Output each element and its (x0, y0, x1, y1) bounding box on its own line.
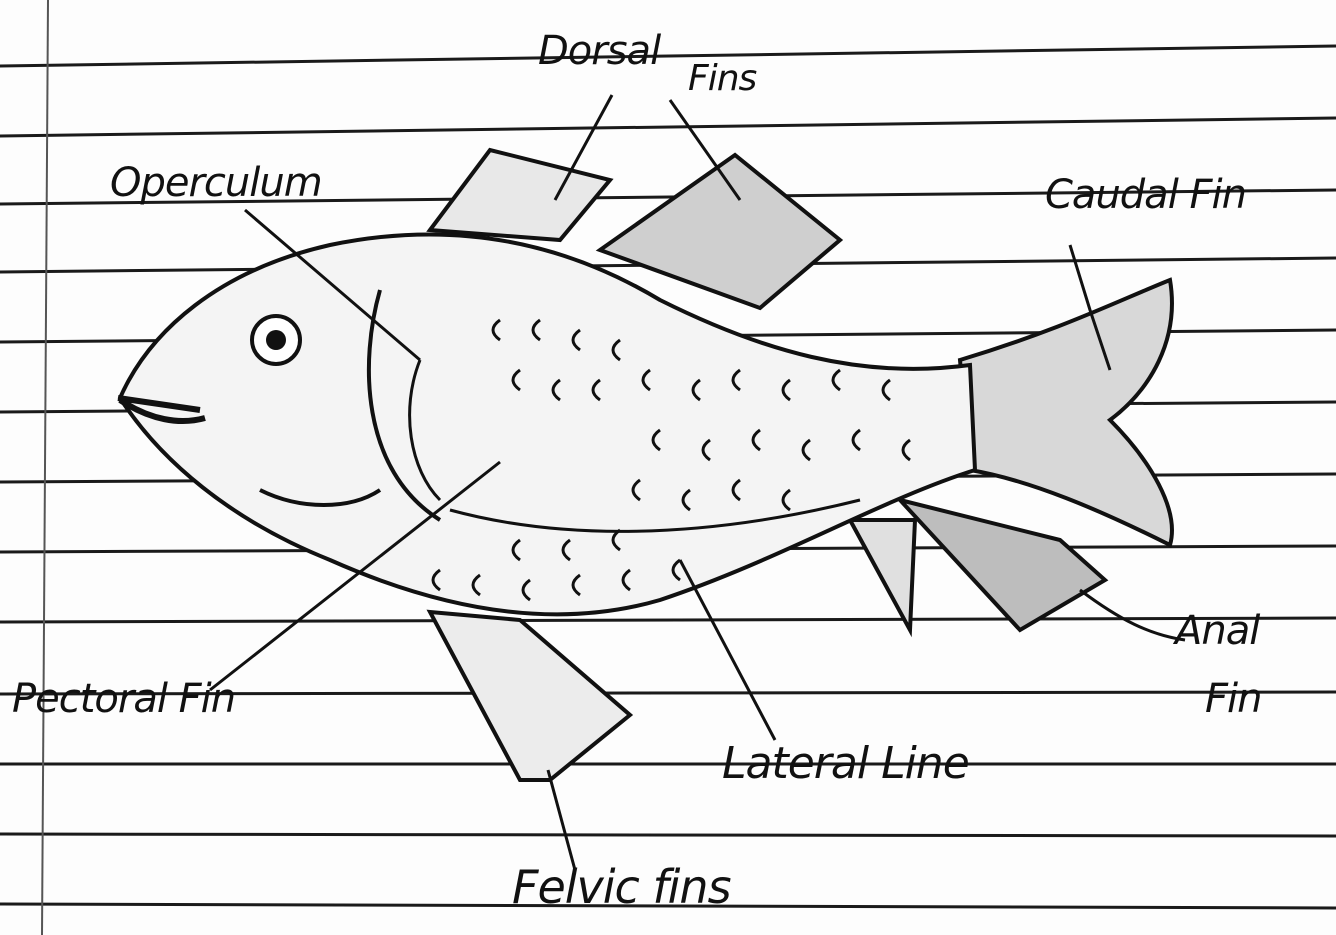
pupil (266, 330, 286, 350)
anal-pointer (1080, 590, 1185, 640)
pelvic-fins-label: Felvic fins (512, 860, 731, 914)
small-ventral-fin (850, 520, 915, 630)
anal-fin (900, 500, 1105, 630)
anal-fin-label: Fin (1205, 676, 1261, 722)
dorsal-fin-front (430, 150, 610, 240)
lateral-line-label: Lateral Line (722, 738, 969, 789)
lateral-pointer (680, 560, 775, 740)
anal-label: Anal (1175, 608, 1259, 654)
pectoral-fin-label: Pectoral Fin (12, 676, 235, 722)
fins-label: Fins (688, 58, 756, 99)
operculum-label: Operculum (110, 160, 322, 206)
caudal-fin-label: Caudal Fin (1045, 172, 1246, 218)
pelvic-fin (430, 612, 630, 780)
margin-line (42, 0, 48, 935)
dorsal-label: Dorsal (538, 28, 660, 74)
fish-body (120, 234, 975, 614)
pelvic-pointer (548, 770, 575, 870)
caudal-fin (960, 280, 1172, 545)
